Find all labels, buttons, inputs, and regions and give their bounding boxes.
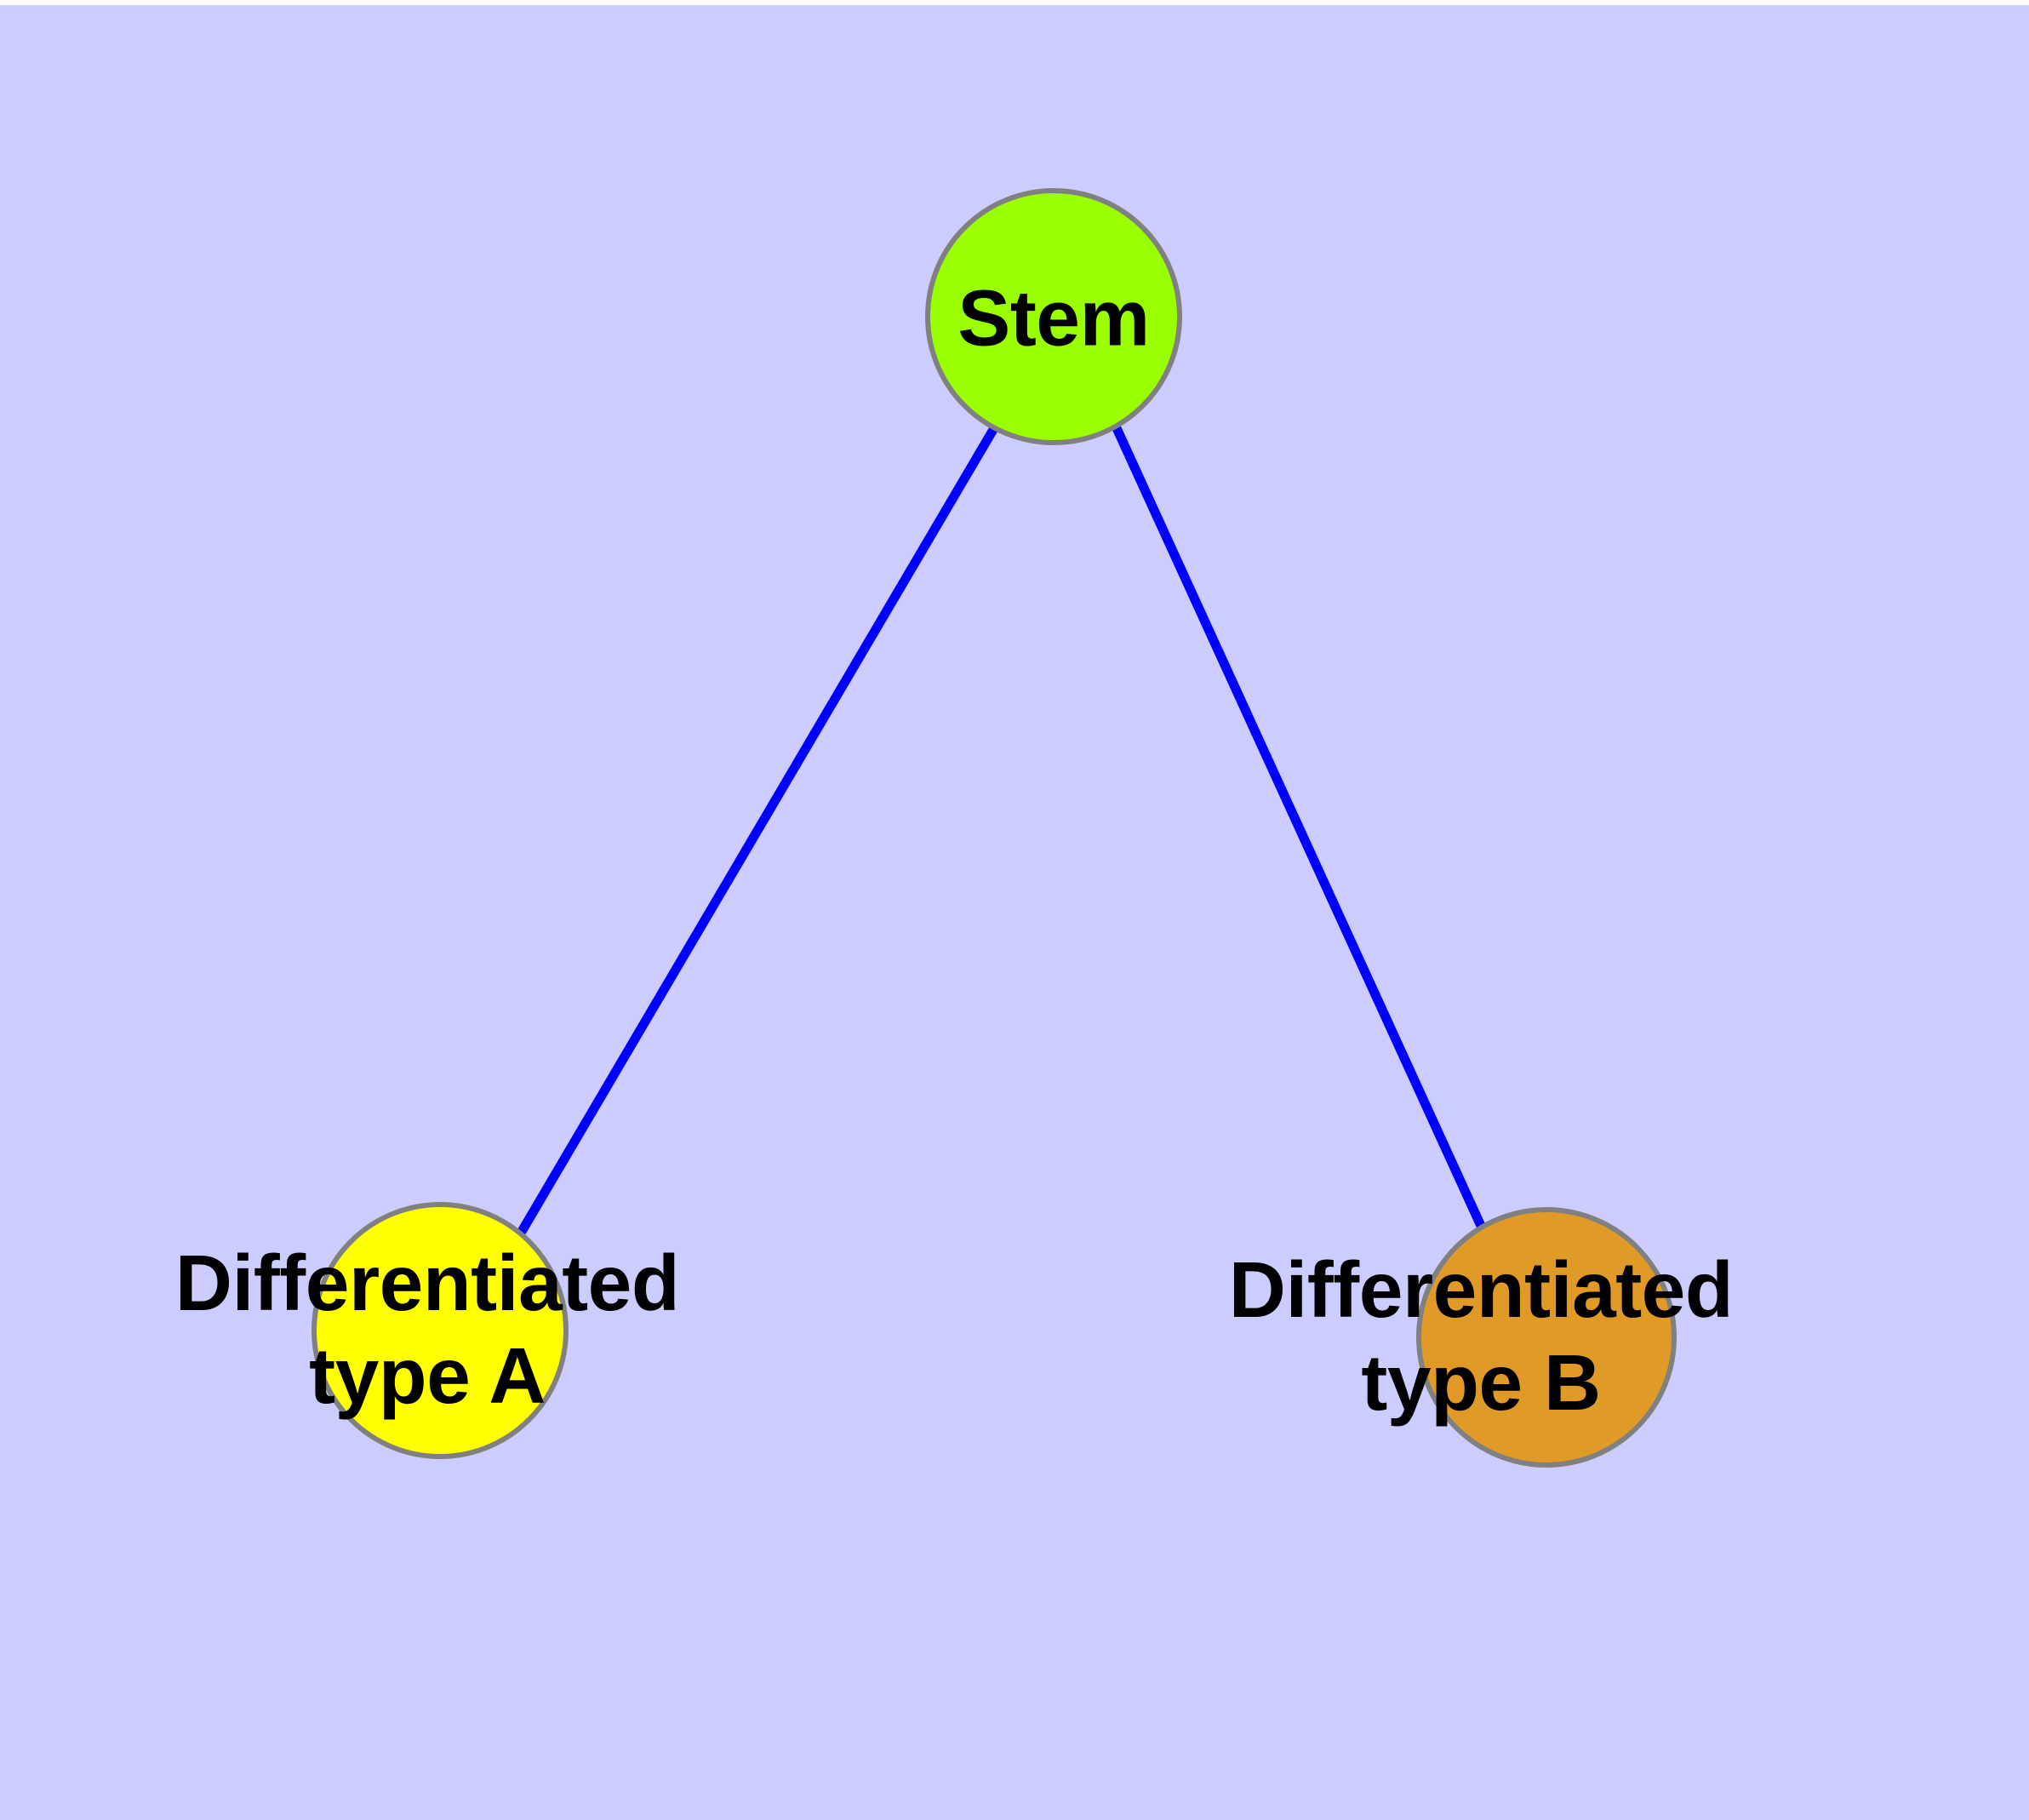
edge-stem-to-type-b[interactable] [1112,426,1486,1228]
node-differentiated-type-b[interactable] [1416,1207,1677,1468]
node-stem[interactable] [925,188,1182,445]
node-differentiated-type-a[interactable] [311,1202,569,1459]
edge-stem-to-type-a[interactable] [516,426,998,1237]
